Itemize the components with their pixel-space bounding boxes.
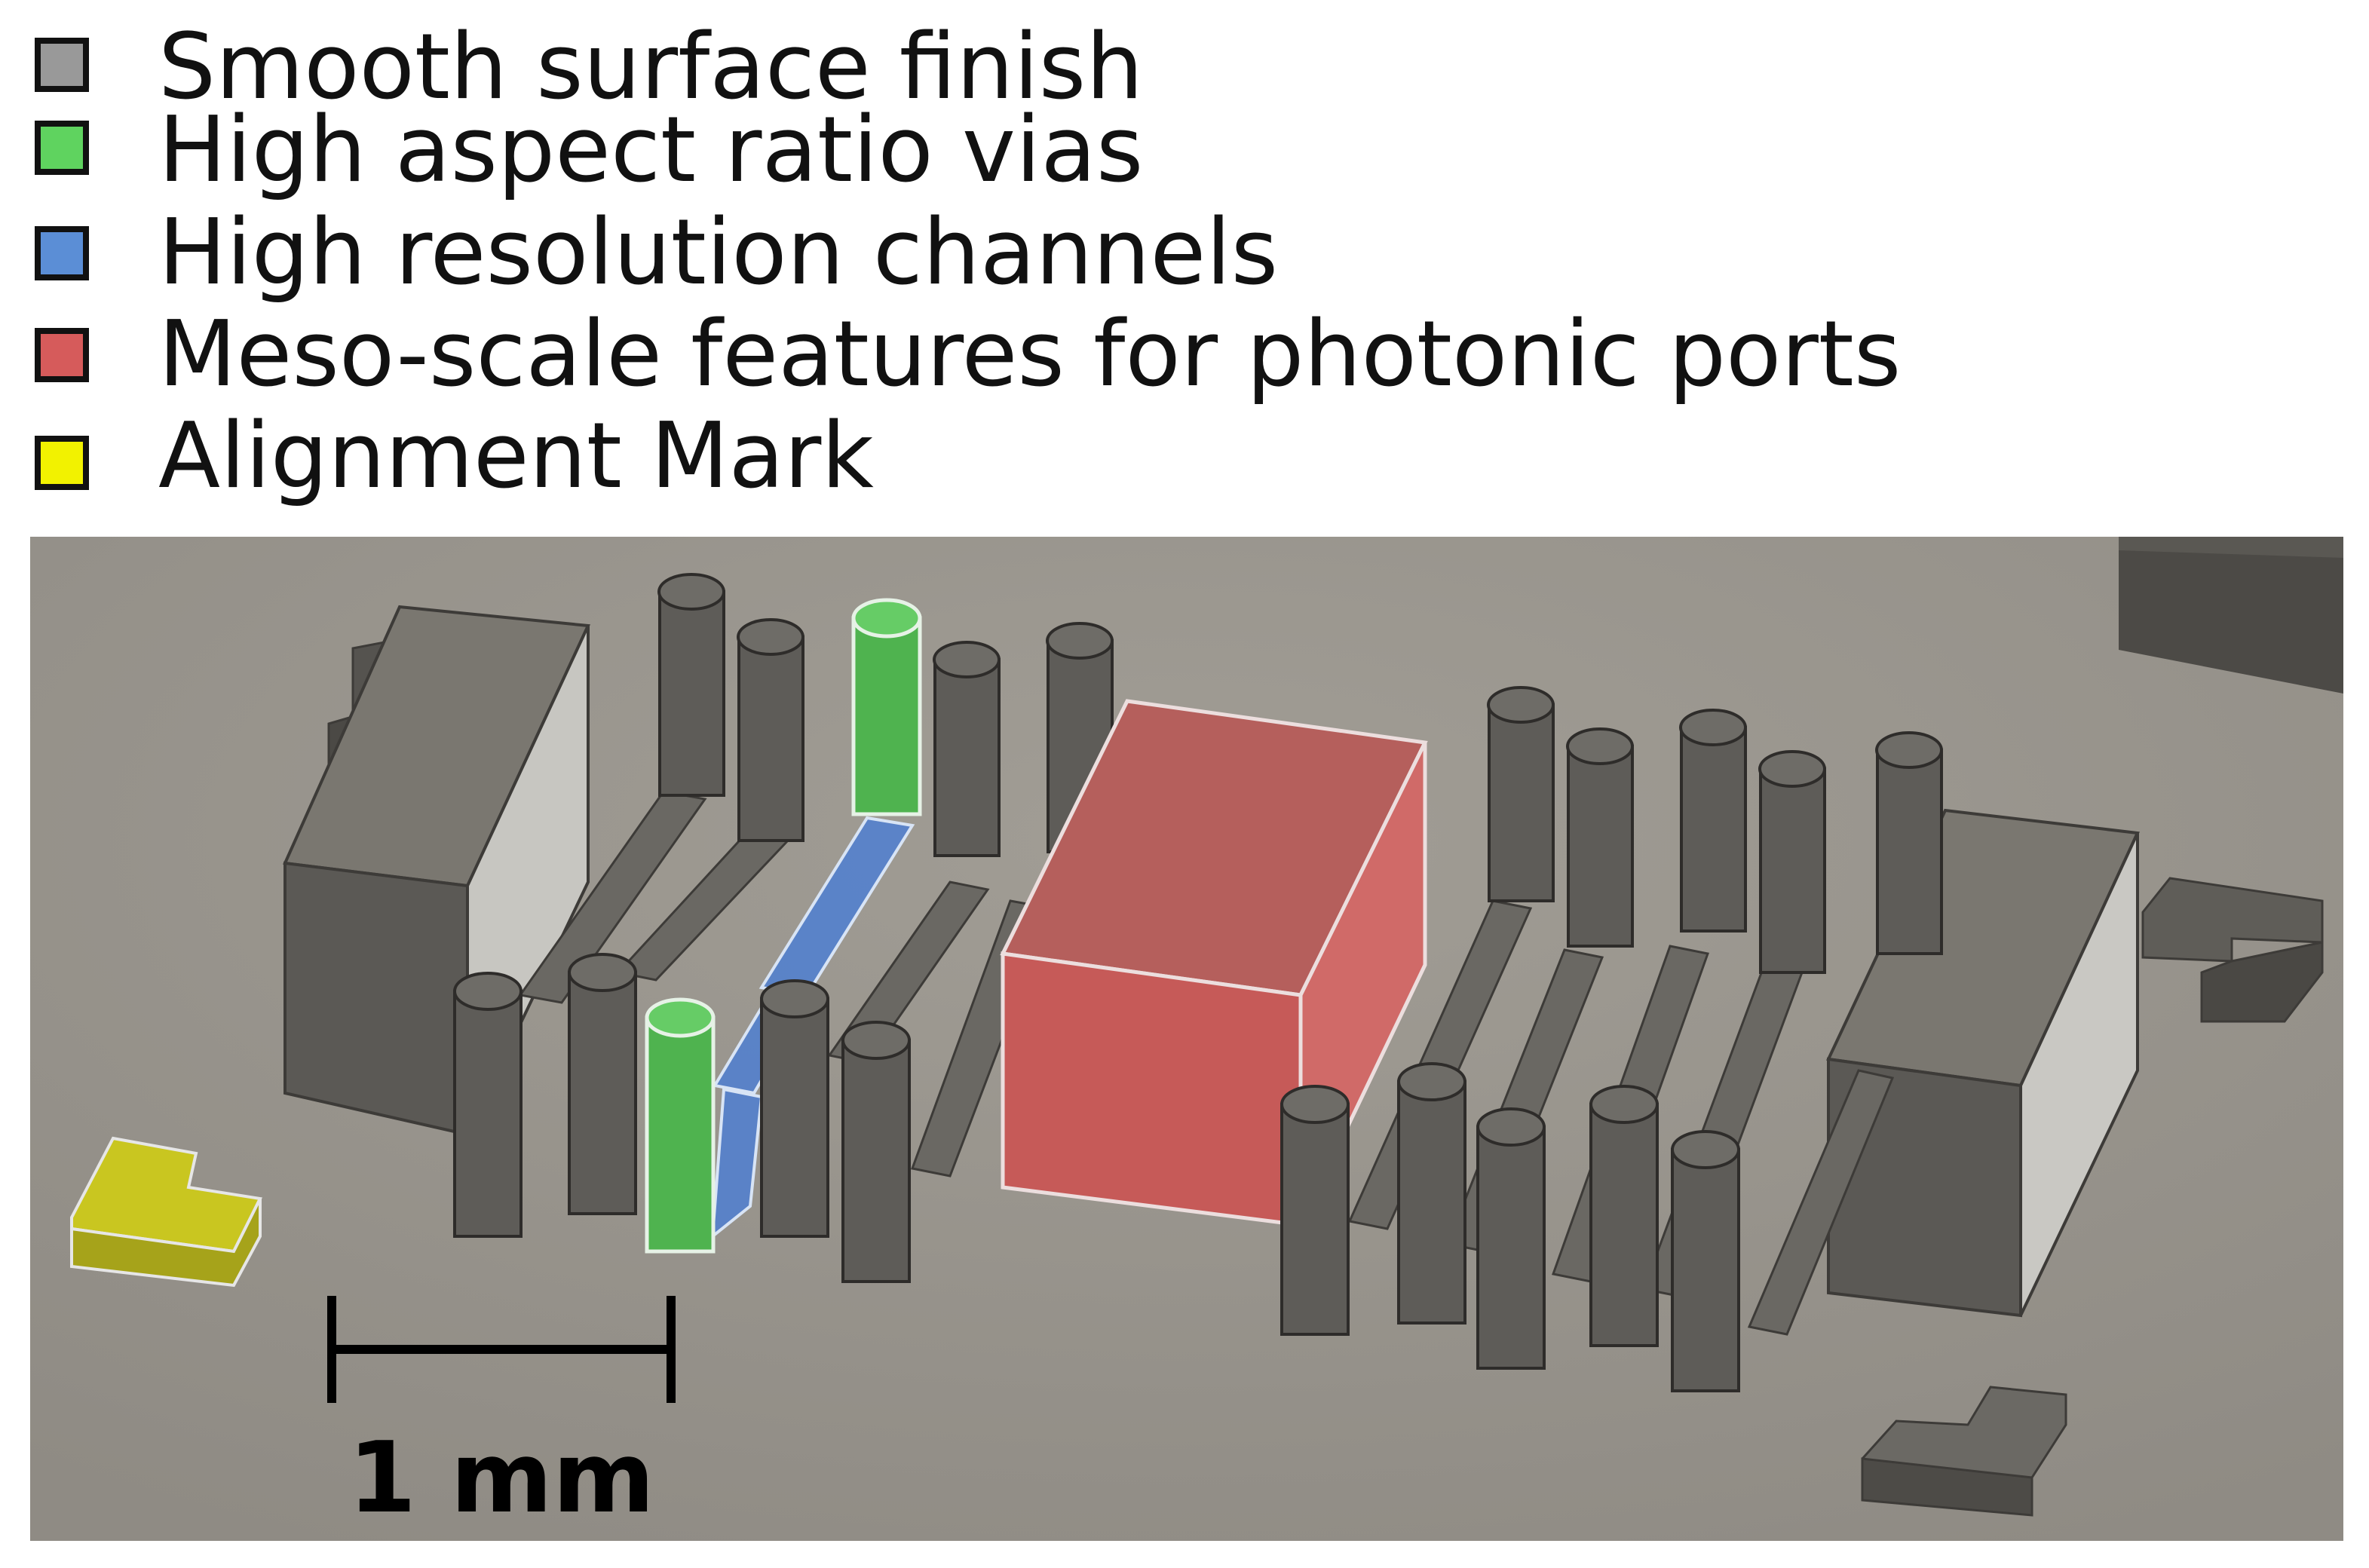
pillars-front xyxy=(453,953,1740,1392)
pillar xyxy=(1476,1125,1546,1370)
pillar-top xyxy=(1679,709,1747,746)
legend-label: High aspect ratio vias xyxy=(158,98,1144,203)
legend-swatch-meso xyxy=(35,328,89,382)
l-block-bottom-right xyxy=(1861,1386,2067,1517)
legend-label: Smooth surface finish xyxy=(158,15,1144,120)
pillar xyxy=(658,590,725,797)
pillar xyxy=(1567,745,1634,948)
pillar-top xyxy=(1397,1062,1466,1101)
legend-swatch-alignment xyxy=(35,436,89,490)
pillar-top xyxy=(933,641,1001,678)
corner-block-top-right xyxy=(2119,537,2343,694)
pillar-top xyxy=(1758,750,1826,788)
pillar-top xyxy=(453,972,523,1011)
pillar xyxy=(1680,726,1747,933)
pillar-top xyxy=(1476,1107,1546,1147)
pillar-top xyxy=(657,573,725,611)
l-block-right xyxy=(2141,877,2324,1023)
pillar xyxy=(737,635,804,842)
large-block-right xyxy=(1826,808,2140,1318)
pillar xyxy=(1671,1148,1740,1392)
scale-bar xyxy=(327,1296,676,1403)
legend-label: High resolution channels xyxy=(158,201,1279,305)
pillar xyxy=(453,990,523,1238)
pillar xyxy=(933,658,1001,857)
pillar xyxy=(1397,1080,1466,1325)
pillar xyxy=(1280,1103,1350,1336)
legend-swatch-channels xyxy=(35,226,89,280)
high-aspect-ratio-via-front xyxy=(645,997,716,1254)
pillar xyxy=(1488,703,1555,902)
pillar-top xyxy=(1487,686,1555,724)
pillar-top xyxy=(841,1021,911,1060)
high-aspect-ratio-via-back xyxy=(851,598,922,816)
pillar-top xyxy=(1280,1085,1350,1124)
pillar xyxy=(1759,767,1826,974)
legend-label: Meso-scale features for photonic ports xyxy=(158,302,1902,407)
legend-swatch-smooth-surface xyxy=(35,38,89,92)
scale-bar-label: 1 mm xyxy=(348,1420,655,1535)
pillar xyxy=(568,971,637,1215)
pillar xyxy=(1876,749,1943,955)
pillar xyxy=(841,1039,911,1283)
pillar-top xyxy=(760,979,829,1018)
pillar-top xyxy=(1875,731,1943,769)
pillar xyxy=(1589,1103,1659,1347)
legend: Smooth surface finish High aspect ratio … xyxy=(0,0,2369,528)
pillar-top xyxy=(1671,1130,1740,1169)
device-render: 1 mm xyxy=(30,537,2343,1541)
pillars-back xyxy=(657,573,1943,974)
pillar-top xyxy=(1589,1085,1659,1124)
pillar-top xyxy=(568,953,637,992)
pillar xyxy=(760,997,829,1238)
pillar-top xyxy=(737,618,804,656)
legend-swatch-vias xyxy=(35,121,89,175)
pillar-top xyxy=(1046,622,1114,660)
alignment-mark xyxy=(70,1136,263,1288)
pillar-top xyxy=(1566,727,1634,765)
legend-label: Alignment Mark xyxy=(158,404,874,509)
